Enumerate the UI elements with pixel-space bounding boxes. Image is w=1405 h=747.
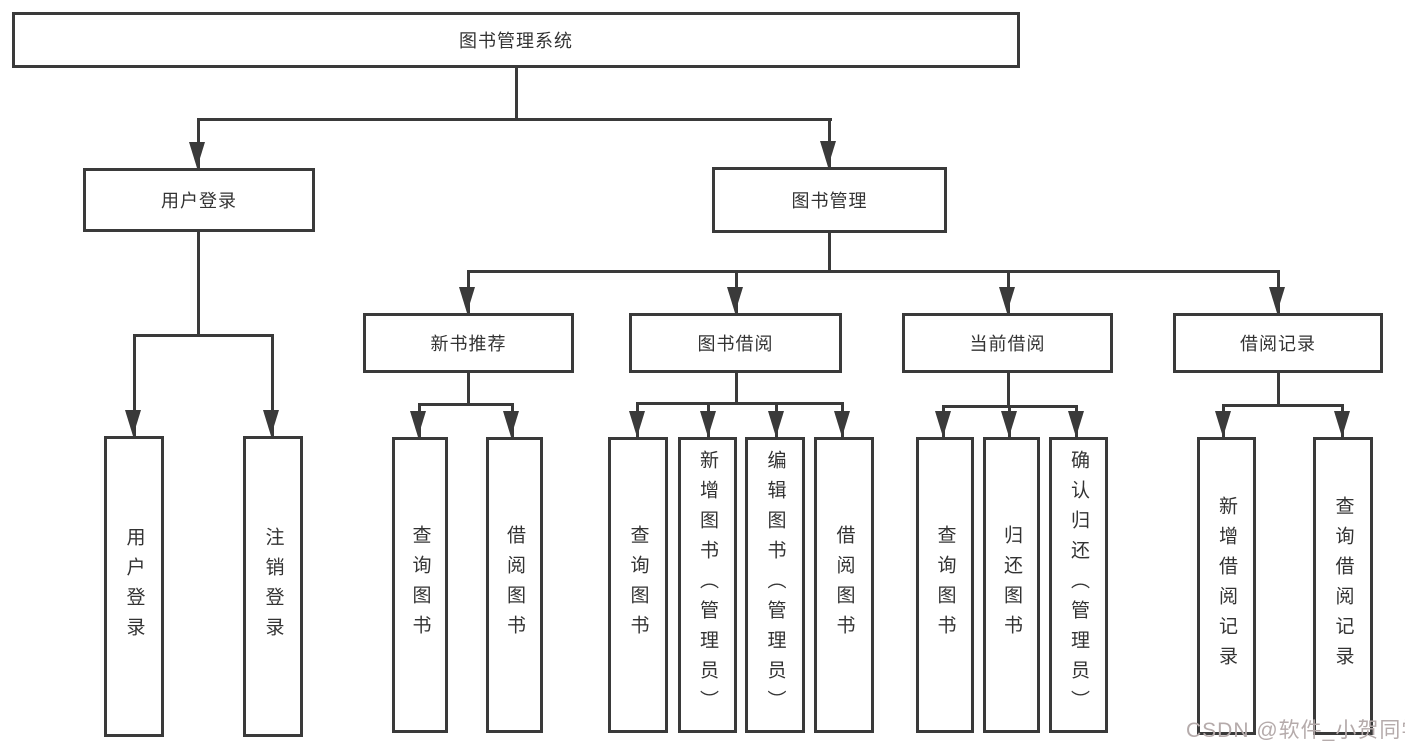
leaf-add-books-admin: 新增图书（管理员） [678, 437, 737, 733]
node-book-management: 图书管理 [712, 167, 947, 233]
connector-line [467, 270, 1280, 273]
node-book-borrow: 图书借阅 [629, 313, 842, 373]
arrow-down-icon [629, 411, 645, 437]
arrow-down-icon [125, 410, 141, 436]
arrow-down-icon [999, 287, 1015, 313]
arrow-down-icon [503, 411, 519, 437]
connector-line [271, 334, 274, 436]
arrow-down-icon [768, 411, 784, 437]
leaf-query-borrow-record: 查询借阅记录 [1313, 437, 1373, 735]
node-new-book-recommend: 新书推荐 [363, 313, 574, 373]
arrow-down-icon [263, 410, 279, 436]
arrow-down-icon [410, 411, 426, 437]
arrow-down-icon [189, 142, 205, 168]
connector-line [828, 233, 831, 272]
connector-line [1007, 373, 1010, 407]
connector-line [197, 232, 200, 336]
arrow-down-icon [820, 141, 836, 167]
leaf-logout: 注销登录 [243, 436, 303, 737]
node-borrow-records: 借阅记录 [1173, 313, 1383, 373]
arrow-down-icon [727, 287, 743, 313]
connector-line [1222, 404, 1344, 407]
leaf-confirm-return-admin: 确认归还（管理员） [1049, 437, 1108, 733]
leaf-borrow-books: 借阅图书 [814, 437, 874, 733]
arrow-down-icon [1215, 411, 1231, 437]
connector-line [467, 373, 470, 405]
node-user-login: 用户登录 [83, 168, 315, 232]
connector-line [133, 334, 136, 436]
arrow-down-icon [1269, 287, 1285, 313]
node-current-borrow: 当前借阅 [902, 313, 1113, 373]
arrow-down-icon [700, 411, 716, 437]
leaf-add-borrow-record: 新增借阅记录 [1197, 437, 1256, 735]
leaf-user-login: 用户登录 [104, 436, 164, 737]
arrow-down-icon [935, 411, 951, 437]
arrow-down-icon [459, 287, 475, 313]
connector-line [735, 373, 738, 404]
leaf-borrow-books: 借阅图书 [486, 437, 543, 733]
leaf-edit-books-admin: 编辑图书（管理员） [745, 437, 805, 733]
connector-line [197, 118, 832, 121]
arrow-down-icon [1068, 411, 1084, 437]
leaf-query-books: 查询图书 [916, 437, 974, 733]
leaf-query-books: 查询图书 [392, 437, 448, 733]
arrow-down-icon [1334, 411, 1350, 437]
node-root: 图书管理系统 [12, 12, 1020, 68]
connector-line [133, 334, 274, 337]
arrow-down-icon [834, 411, 850, 437]
leaf-return-books: 归还图书 [983, 437, 1040, 733]
csdn-watermark: CSDN @软件_小贺同学 [1186, 719, 1405, 742]
connector-line [418, 403, 514, 406]
arrow-down-icon [1001, 411, 1017, 437]
connector-line [1277, 373, 1280, 406]
connector-line [636, 402, 844, 405]
leaf-query-books: 查询图书 [608, 437, 668, 733]
connector-line [515, 68, 518, 120]
